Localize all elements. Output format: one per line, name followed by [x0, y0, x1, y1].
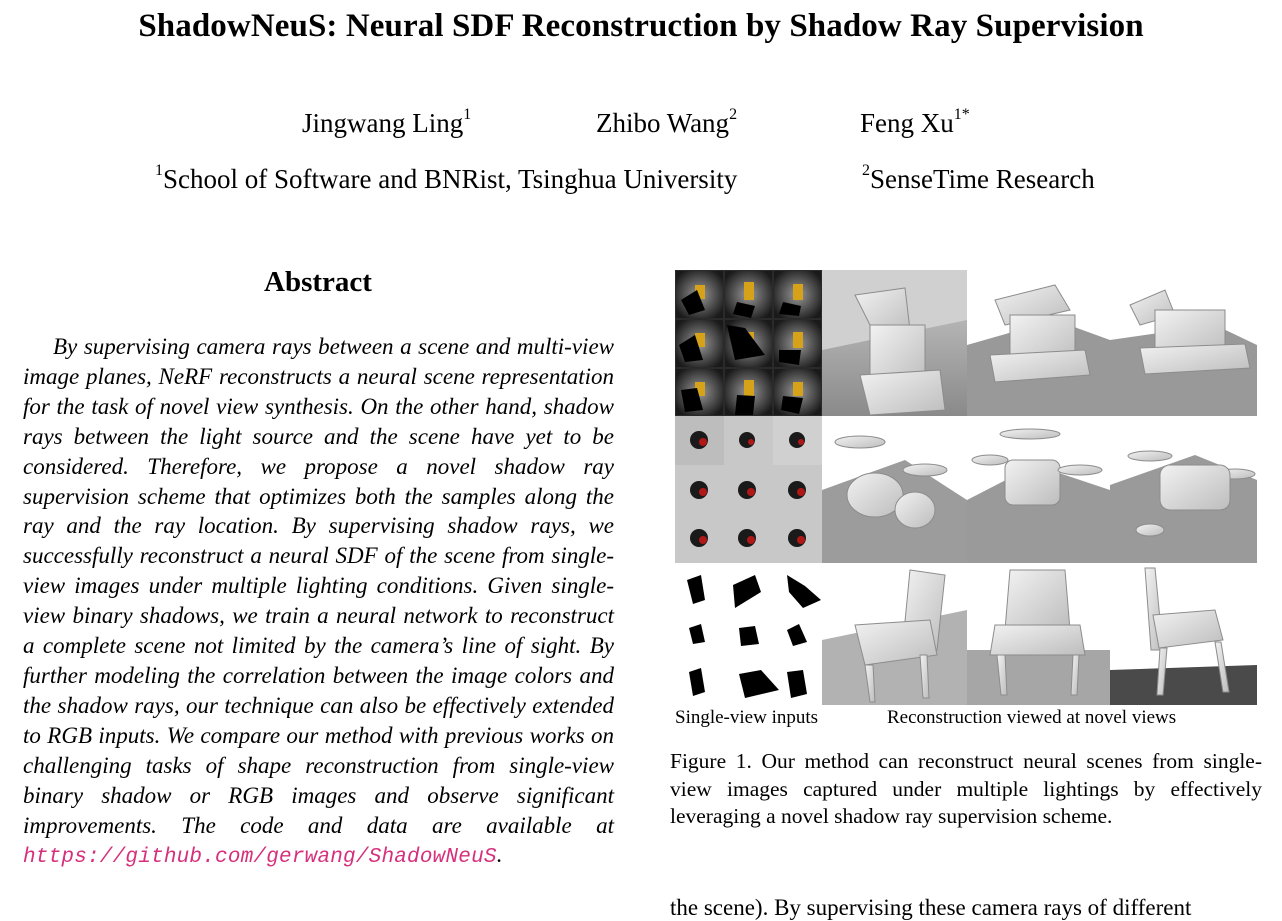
lego-input-grid [675, 270, 822, 416]
figure-label-recon: Reconstruction viewed at novel views [887, 707, 1177, 728]
abstract-body: By supervising camera rays between a sce… [23, 332, 614, 873]
figure-label-inputs: Single-view inputs [675, 707, 819, 728]
figure-caption: Figure 1. Our method can reconstruct neu… [670, 749, 1262, 828]
drums-input-grid [675, 416, 822, 563]
code-link[interactable]: https://github.com/gerwang/ShadowNeuS [23, 846, 497, 870]
affiliation-2: 2SenseTime Research [862, 162, 1095, 194]
paper-title: ShadowNeuS: Neural SDF Reconstruction by… [138, 8, 1144, 44]
author-1: Jingwang Ling1 [302, 106, 472, 138]
teaser-figure [675, 270, 1257, 705]
abstract-period: . [496, 842, 503, 868]
author-3: Feng Xu1* [860, 106, 970, 138]
author-2: Zhibo Wang2 [596, 106, 738, 138]
abstract-heading: Abstract [264, 266, 372, 298]
affiliation-1: 1School of Software and BNRist, Tsinghua… [155, 162, 738, 194]
body-text-cutoff: the scene). By supervising these camera … [670, 895, 1192, 920]
chair-input-grid [675, 563, 822, 705]
abstract-text: By supervising camera rays between a sce… [23, 334, 614, 838]
